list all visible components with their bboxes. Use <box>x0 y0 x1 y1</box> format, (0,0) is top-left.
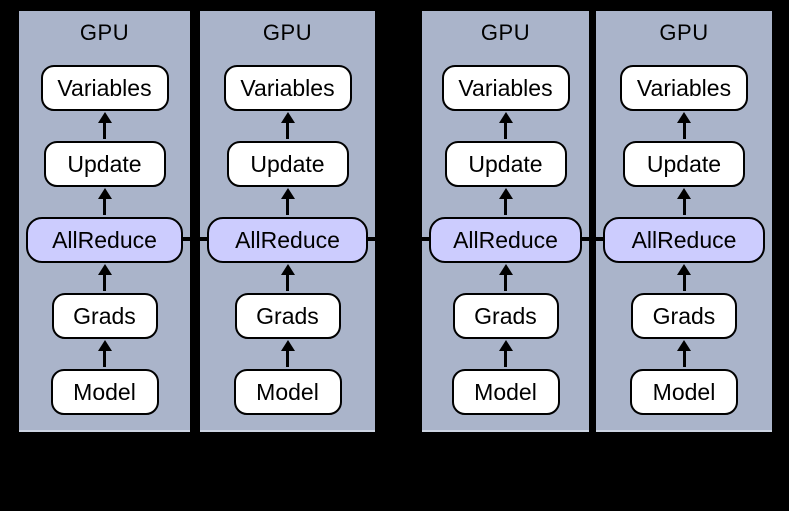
arrowhead-icon <box>97 188 112 199</box>
arrowhead-icon <box>498 112 513 123</box>
node-grads: Grads <box>452 293 559 339</box>
node-grads: Grads <box>631 293 737 339</box>
arrow-stem <box>286 199 289 215</box>
gpu-column-4: GPU Variables Update AllReduce Grads Mod… <box>596 11 772 432</box>
gpu-column-title: GPU <box>480 20 531 45</box>
node-update: Update <box>43 141 166 187</box>
arrow-up-icon <box>677 188 691 215</box>
node-model: Model <box>233 369 342 415</box>
arrow-up-icon <box>280 112 295 139</box>
node-model: Model <box>451 369 560 415</box>
node-update: Update <box>623 141 745 187</box>
arrow-stem <box>682 351 686 367</box>
gpu-column-2: GPU Variables Update AllReduce Grads Mod… <box>200 11 375 432</box>
node-grads: Grads <box>51 293 158 339</box>
arrow-up-icon <box>280 188 295 215</box>
arrowhead-icon <box>498 340 513 351</box>
arrow-stem <box>682 275 686 291</box>
arrowhead-icon <box>677 264 691 275</box>
arrowhead-icon <box>97 264 112 275</box>
arrow-up-icon <box>677 340 691 367</box>
arrow-up-icon <box>280 340 295 367</box>
arrowhead-icon <box>280 340 295 351</box>
arrowhead-icon <box>677 188 691 199</box>
node-allreduce: AllReduce <box>207 217 368 263</box>
arrow-up-icon <box>97 264 112 291</box>
node-variables: Variables <box>40 65 169 111</box>
gpu-column-title: GPU <box>79 20 130 45</box>
arrowhead-icon <box>677 340 691 351</box>
arrow-stem <box>286 123 289 139</box>
arrowhead-icon <box>498 264 513 275</box>
arrow-up-icon <box>97 188 112 215</box>
arrow-stem <box>103 199 106 215</box>
arrow-stem <box>103 123 106 139</box>
node-variables: Variables <box>620 65 748 111</box>
arrowhead-icon <box>97 112 112 123</box>
arrowhead-icon <box>498 188 513 199</box>
arrow-stem <box>682 199 686 215</box>
node-variables: Variables <box>441 65 570 111</box>
arrow-up-icon <box>97 340 112 367</box>
arrowhead-icon <box>280 112 295 123</box>
node-grads: Grads <box>234 293 341 339</box>
gpu-column-title: GPU <box>659 20 709 45</box>
arrow-stem <box>103 351 106 367</box>
arrow-up-icon <box>498 188 513 215</box>
allreduce-connector-line <box>105 237 685 241</box>
node-model: Model <box>50 369 159 415</box>
arrow-stem <box>286 275 289 291</box>
arrow-stem <box>504 199 507 215</box>
arrow-stem <box>504 275 507 291</box>
node-allreduce: AllReduce <box>26 217 183 263</box>
arrow-up-icon <box>498 340 513 367</box>
node-model: Model <box>630 369 738 415</box>
arrow-stem <box>286 351 289 367</box>
arrow-up-icon <box>677 112 691 139</box>
arrowhead-icon <box>280 188 295 199</box>
arrow-stem <box>504 123 507 139</box>
gpu-column-1: GPU Variables Update AllReduce Grads Mod… <box>19 11 190 432</box>
node-variables: Variables <box>223 65 352 111</box>
arrow-up-icon <box>677 264 691 291</box>
arrowhead-icon <box>677 112 691 123</box>
gpu-column-3: GPU Variables Update AllReduce Grads Mod… <box>422 11 589 432</box>
arrowhead-icon <box>280 264 295 275</box>
arrow-stem <box>504 351 507 367</box>
arrow-up-icon <box>280 264 295 291</box>
arrow-stem <box>103 275 106 291</box>
arrow-up-icon <box>498 264 513 291</box>
arrowhead-icon <box>97 340 112 351</box>
node-allreduce: AllReduce <box>429 217 582 263</box>
node-update: Update <box>226 141 349 187</box>
arrow-up-icon <box>97 112 112 139</box>
gpu-column-title: GPU <box>262 20 313 45</box>
arrow-up-icon <box>498 112 513 139</box>
node-update: Update <box>444 141 567 187</box>
node-allreduce: AllReduce <box>603 217 765 263</box>
arrow-stem <box>682 123 686 139</box>
